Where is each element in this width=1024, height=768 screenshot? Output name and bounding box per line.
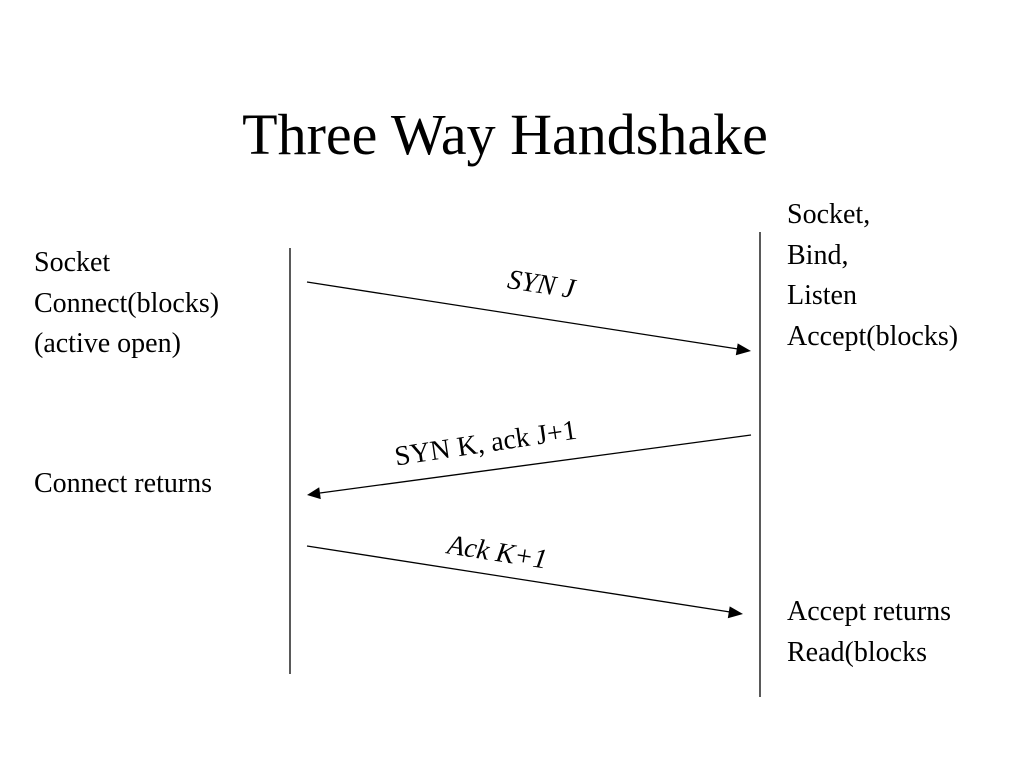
slide-title: Three Way Handshake — [242, 102, 768, 167]
client-step-active-open: (active open) — [34, 328, 181, 359]
message-syn-j: SYN J — [306, 264, 751, 356]
server-setup-steps: Socket, Bind, Listen Accept(blocks) — [787, 195, 958, 357]
client-step-connect-returns: Connect returns — [34, 468, 213, 499]
client-step-connect: Connect(blocks) — [34, 287, 220, 319]
client-connect-returns: Connect returns — [34, 464, 212, 505]
message-syn-j-label: SYN J — [505, 264, 578, 305]
message-ack-k1-label: Ack K+1 — [443, 529, 549, 575]
server-step-accept: Accept(blocks) — [787, 320, 959, 352]
message-syn-j-arrowhead — [735, 343, 751, 356]
message-ack-k1: Ack K+1 — [306, 529, 743, 619]
message-syn-k-ack-arrow — [319, 434, 752, 494]
client-step-socket: Socket — [34, 247, 111, 278]
server-step-accept-returns: Accept returns — [787, 596, 952, 627]
server-accept-returns: Accept returns Read(blocks — [787, 592, 951, 673]
message-syn-k-ack-arrowhead — [307, 487, 321, 500]
message-syn-k-ack: SYN K, ack J+1 — [307, 415, 752, 500]
server-step-read: Read(blocks — [787, 636, 927, 668]
message-syn-k-ack-label: SYN K, ack J+1 — [393, 415, 579, 473]
message-ack-k1-arrow — [306, 545, 731, 613]
server-step-bind: Bind, — [787, 239, 849, 271]
client-setup-steps: Socket Connect(blocks) (active open) — [34, 243, 219, 365]
server-step-listen: Listen — [787, 280, 857, 311]
message-syn-j-arrow — [306, 281, 739, 350]
message-ack-k1-arrowhead — [727, 606, 743, 619]
server-step-socket: Socket, — [787, 199, 871, 230]
